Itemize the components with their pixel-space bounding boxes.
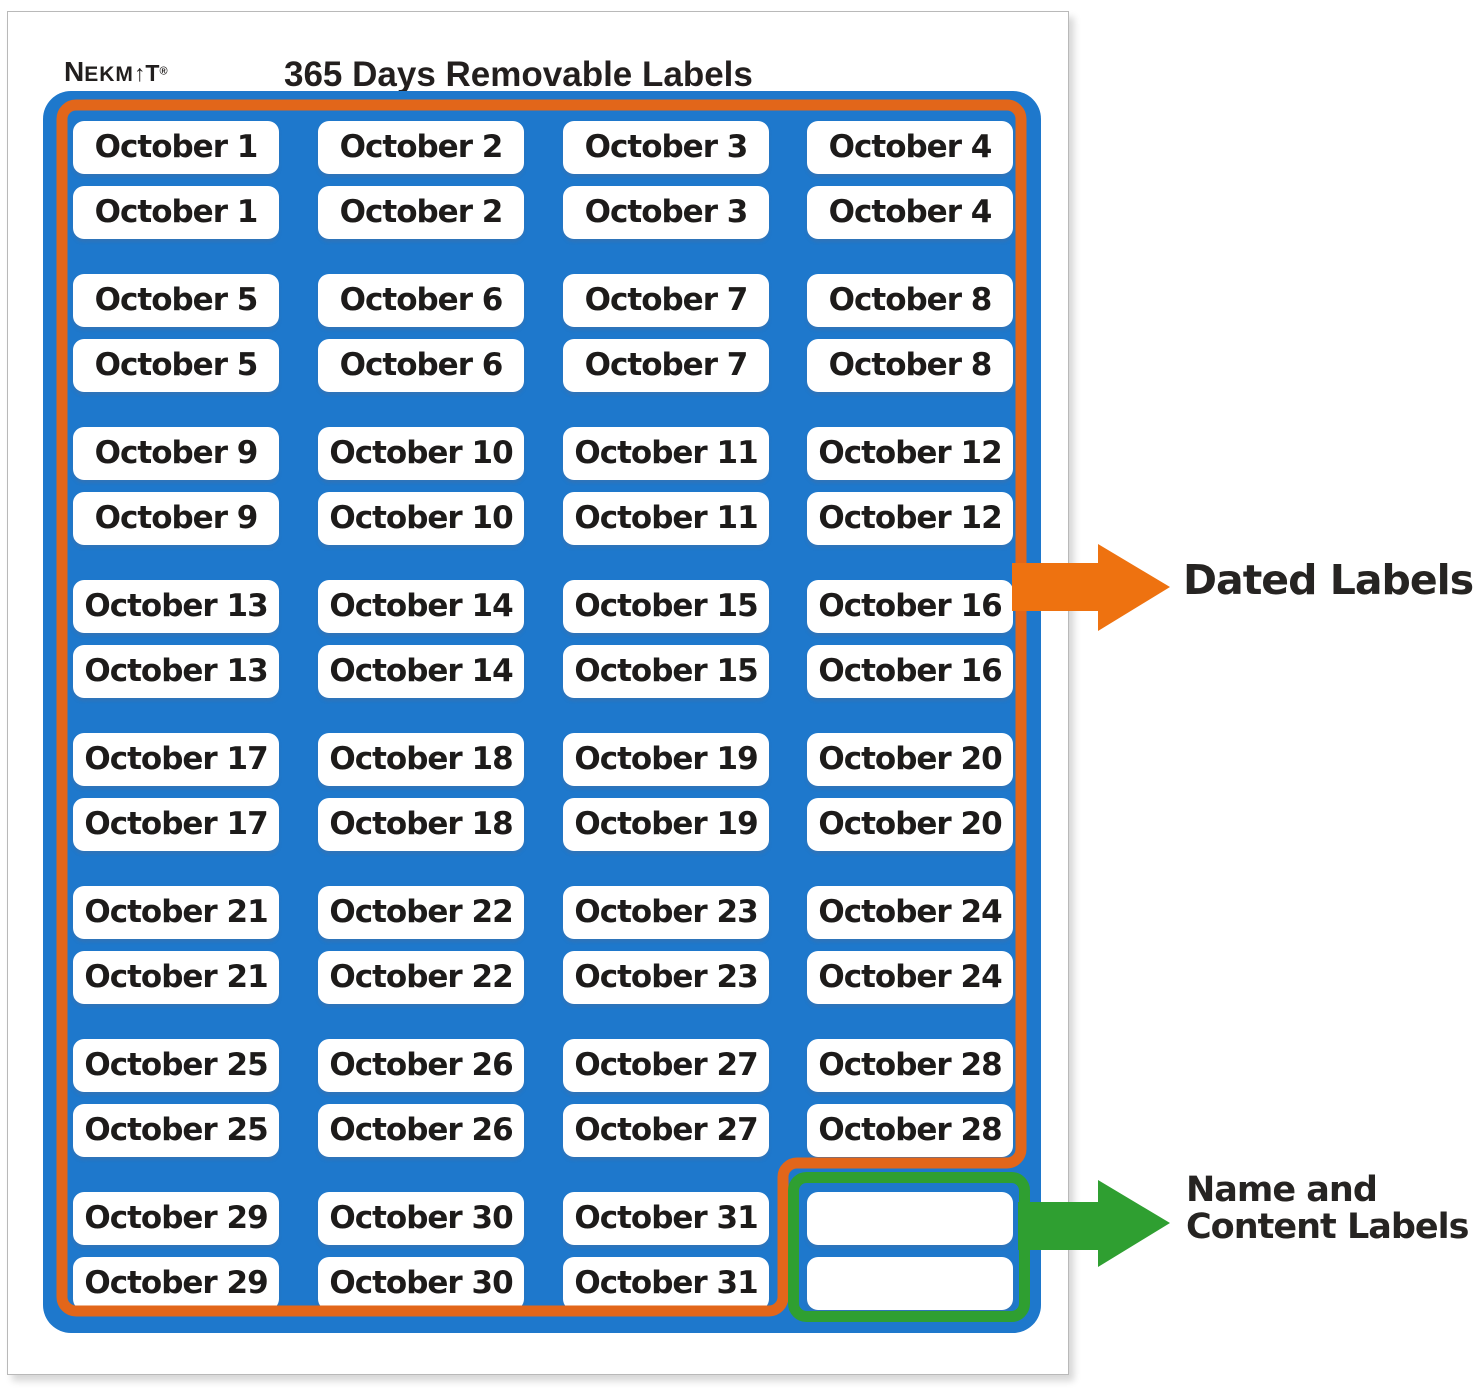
date-label: October 19 bbox=[563, 733, 769, 786]
date-label: October 8 bbox=[807, 274, 1013, 327]
date-label: October 20 bbox=[807, 798, 1013, 851]
date-label: October 18 bbox=[318, 798, 524, 851]
date-label: October 14 bbox=[318, 580, 524, 633]
date-label: October 17 bbox=[73, 733, 279, 786]
date-label: October 12 bbox=[807, 492, 1013, 545]
name-content-caption-line2: Content Labels bbox=[1186, 1207, 1469, 1248]
date-label: October 14 bbox=[318, 645, 524, 698]
date-label: October 2 bbox=[318, 121, 524, 174]
date-label: October 22 bbox=[318, 951, 524, 1004]
date-label: October 16 bbox=[807, 645, 1013, 698]
date-label: October 9 bbox=[73, 492, 279, 545]
date-label: October 10 bbox=[318, 492, 524, 545]
date-label: October 18 bbox=[318, 733, 524, 786]
name-content-caption-line1: Name and bbox=[1186, 1170, 1378, 1210]
date-label: October 28 bbox=[807, 1104, 1013, 1157]
date-label: October 29 bbox=[73, 1257, 279, 1310]
date-label: October 27 bbox=[563, 1039, 769, 1092]
date-label: October 2 bbox=[318, 186, 524, 239]
blank-label bbox=[807, 1192, 1013, 1245]
product-title: 365 Days Removable Labels bbox=[284, 55, 753, 94]
date-label: October 17 bbox=[73, 798, 279, 851]
date-label: October 5 bbox=[73, 274, 279, 327]
date-label: October 3 bbox=[563, 186, 769, 239]
date-label: October 24 bbox=[807, 886, 1013, 939]
date-label: October 1 bbox=[73, 121, 279, 174]
date-label: October 29 bbox=[73, 1192, 279, 1245]
date-label: October 4 bbox=[807, 186, 1013, 239]
date-label: October 24 bbox=[807, 951, 1013, 1004]
date-label: October 8 bbox=[807, 339, 1013, 392]
brand-up-arrow-icon: ↑ bbox=[133, 60, 146, 86]
date-label: October 23 bbox=[563, 886, 769, 939]
date-label: October 21 bbox=[73, 886, 279, 939]
date-label: October 4 bbox=[807, 121, 1013, 174]
sticker-sheet: October 1 October 2 October 3 October 4 Octo… bbox=[43, 91, 1041, 1333]
date-label: October 31 bbox=[563, 1192, 769, 1245]
date-label: October 5 bbox=[73, 339, 279, 392]
brand-logo: NEKM↑T® bbox=[64, 56, 168, 88]
brand-letters: EKM bbox=[84, 63, 134, 86]
date-label: October 19 bbox=[563, 798, 769, 851]
date-label: October 23 bbox=[563, 951, 769, 1004]
date-label: October 11 bbox=[563, 492, 769, 545]
date-label: October 9 bbox=[73, 427, 279, 480]
date-label: October 11 bbox=[563, 427, 769, 480]
date-label: October 25 bbox=[73, 1104, 279, 1157]
date-label: October 30 bbox=[318, 1192, 524, 1245]
date-label: October 7 bbox=[563, 339, 769, 392]
date-label: October 3 bbox=[563, 121, 769, 174]
blank-label bbox=[807, 1257, 1013, 1310]
date-label: October 7 bbox=[563, 274, 769, 327]
date-label: October 13 bbox=[73, 645, 279, 698]
date-label: October 10 bbox=[318, 427, 524, 480]
date-label: October 27 bbox=[563, 1104, 769, 1157]
date-label: October 25 bbox=[73, 1039, 279, 1092]
date-label: October 12 bbox=[807, 427, 1013, 480]
date-label: October 1 bbox=[73, 186, 279, 239]
date-label: October 13 bbox=[73, 580, 279, 633]
date-label: October 31 bbox=[563, 1257, 769, 1310]
registered-trademark-symbol: ® bbox=[159, 65, 168, 78]
date-label: October 15 bbox=[563, 580, 769, 633]
date-label: October 30 bbox=[318, 1257, 524, 1310]
dated-labels-caption: Dated Labels bbox=[1183, 556, 1474, 604]
brand-letter: N bbox=[64, 56, 85, 87]
name-content-caption: Name and Content Labels bbox=[1186, 1170, 1469, 1248]
date-label: October 22 bbox=[318, 886, 524, 939]
date-label: October 6 bbox=[318, 274, 524, 327]
date-label: October 6 bbox=[318, 339, 524, 392]
date-label: October 26 bbox=[318, 1039, 524, 1092]
date-label: October 28 bbox=[807, 1039, 1013, 1092]
date-label: October 16 bbox=[807, 580, 1013, 633]
date-label: October 21 bbox=[73, 951, 279, 1004]
brand-letter-end: T bbox=[145, 60, 160, 86]
date-label: October 20 bbox=[807, 733, 1013, 786]
label-sheet-page: NEKM↑T® 365 Days Removable Labels Octobe… bbox=[7, 11, 1069, 1375]
date-label: October 26 bbox=[318, 1104, 524, 1157]
date-label: October 15 bbox=[563, 645, 769, 698]
